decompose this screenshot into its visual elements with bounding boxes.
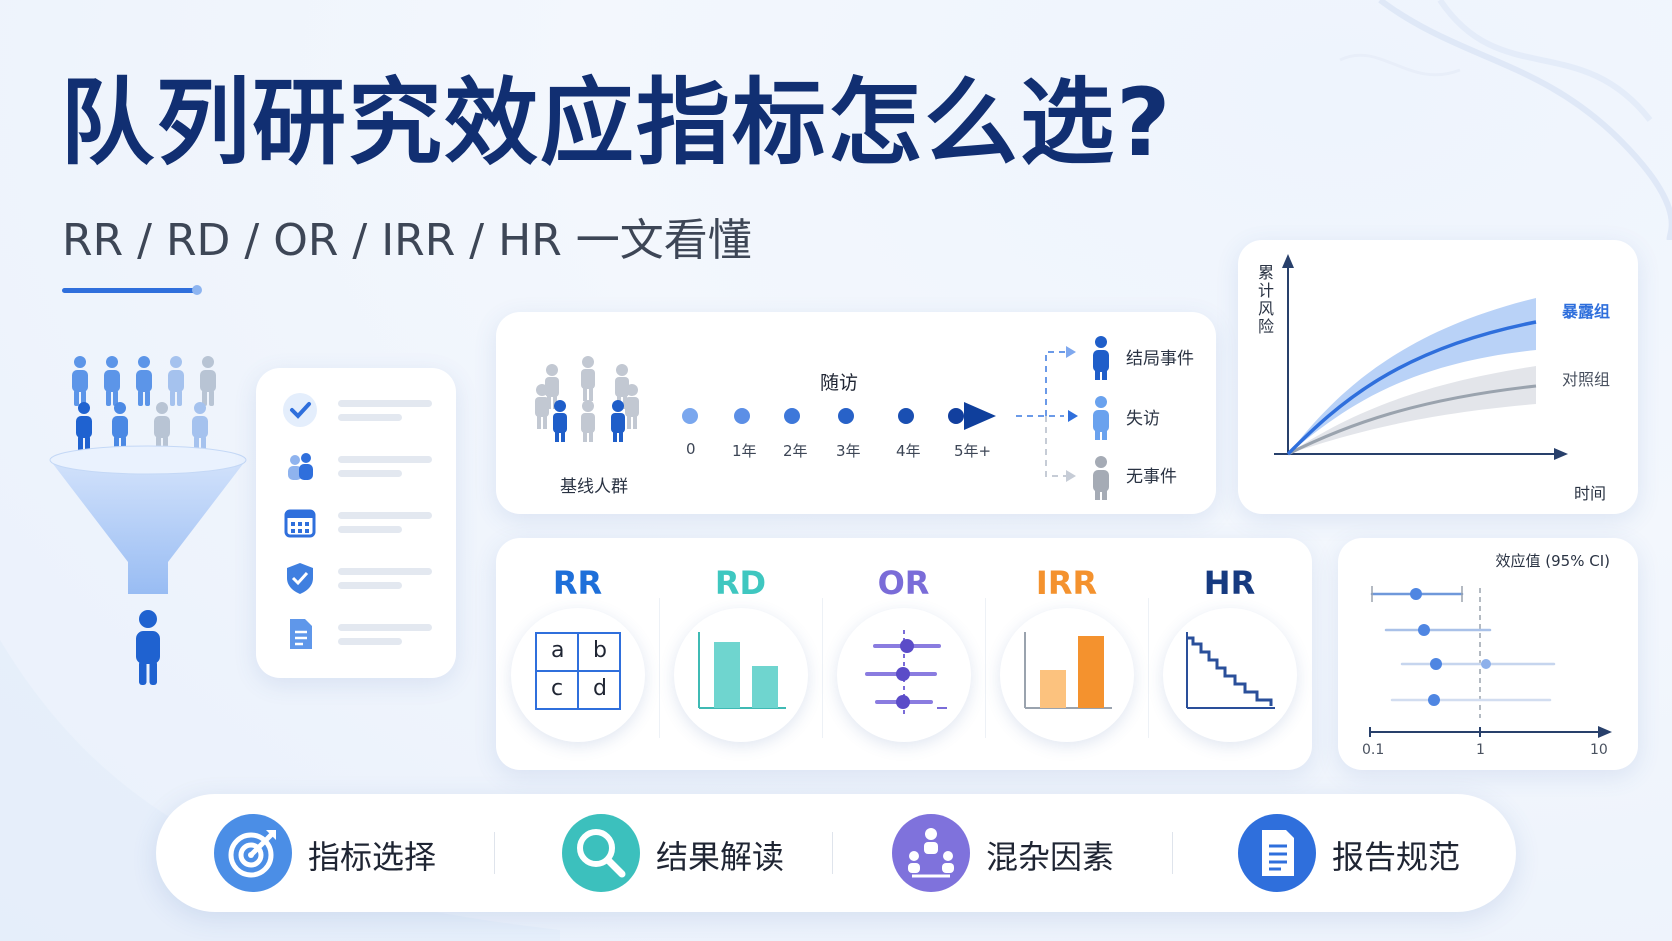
timeline-tick: 3年 bbox=[836, 442, 861, 460]
metric-irr: IRR bbox=[985, 538, 1148, 770]
metric-hr-title: HR bbox=[1203, 564, 1256, 602]
page-subtitle: RR / RD / OR / IRR / HR 一文看懂 bbox=[62, 215, 752, 266]
checklist-row bbox=[282, 616, 442, 656]
forest-plot-icon bbox=[865, 630, 947, 718]
forest-tick: 0.1 bbox=[1362, 742, 1385, 758]
metric-rd-title: RD bbox=[714, 564, 767, 602]
lost-person-icon bbox=[1093, 396, 1109, 440]
checklist-row bbox=[282, 392, 442, 432]
bar-compare-icon bbox=[698, 632, 786, 709]
rate-bar-icon bbox=[1024, 632, 1112, 709]
metric-or-circle bbox=[837, 608, 971, 742]
page-title: 队列研究效应指标怎么选? bbox=[60, 69, 1173, 178]
magnifier-icon bbox=[562, 814, 640, 892]
metric-hr: HR bbox=[1148, 538, 1311, 770]
timeline-tick: 1年 bbox=[732, 442, 757, 460]
feature-bar: 指标选择 结果解读 混杂因素 报告规范 bbox=[156, 794, 1516, 912]
title-underline bbox=[62, 288, 200, 293]
title-underline-dot bbox=[192, 285, 202, 295]
forest-title: 效应值 (95% CI) bbox=[1495, 552, 1610, 570]
metric-or-title: OR bbox=[877, 564, 930, 602]
checklist-row bbox=[282, 448, 442, 488]
metric-or: OR bbox=[822, 538, 985, 770]
shield-icon bbox=[287, 563, 313, 594]
timeline-tick: 0 bbox=[686, 440, 696, 458]
control-series-label: 对照组 bbox=[1562, 370, 1611, 389]
no-event-person-icon bbox=[1093, 456, 1109, 500]
feature-label: 报告规范 bbox=[1332, 838, 1461, 876]
document-icon bbox=[290, 619, 312, 649]
cumulative-risk-chart bbox=[1274, 254, 1568, 460]
feature-label: 混杂因素 bbox=[986, 838, 1115, 876]
metric-rr-title: RR bbox=[552, 564, 603, 602]
table-cell-b: b bbox=[593, 638, 607, 663]
table-cell-d: d bbox=[593, 676, 607, 701]
forest-plot-chart bbox=[1370, 586, 1556, 718]
table-cell-c: c bbox=[551, 676, 564, 701]
metric-rd: RD bbox=[659, 538, 822, 770]
metric-rd-circle bbox=[674, 608, 808, 742]
background-wave bbox=[0, 640, 560, 941]
followup-label: 随访 bbox=[820, 372, 859, 394]
funnel-illustration bbox=[49, 356, 247, 685]
target-icon bbox=[214, 814, 292, 892]
table-cell-a: a bbox=[551, 638, 565, 663]
timeline-tick: 4年 bbox=[896, 442, 921, 460]
people-group-icon bbox=[892, 814, 970, 892]
2x2-table-icon bbox=[535, 632, 621, 710]
metrics-card: RR a b c d RD OR bbox=[496, 538, 1312, 770]
feature-label: 结果解读 bbox=[656, 838, 785, 876]
outcome-event-label: 结局事件 bbox=[1126, 349, 1194, 369]
cohort-followup-card: 基线人群 随访 0 1年 2年 3年 4年 5年+ 结局事件 失访 无事件 bbox=[496, 312, 1216, 514]
curve-xlabel: 时间 bbox=[1574, 484, 1607, 503]
outcome-lost-label: 失访 bbox=[1126, 409, 1160, 429]
timeline-tick: 2年 bbox=[783, 442, 808, 460]
checklist-row bbox=[282, 560, 442, 600]
check-icon bbox=[283, 393, 317, 427]
forest-tick: 1 bbox=[1476, 742, 1485, 758]
forest-plot-card: 效应值 (95% CI) 0.1 1 10 bbox=[1338, 538, 1638, 770]
metric-rr: RR a b c d bbox=[496, 538, 659, 770]
baseline-label: 基线人群 bbox=[560, 477, 628, 497]
followup-timeline bbox=[666, 402, 996, 430]
checklist-row bbox=[282, 504, 442, 544]
timeline-tick: 5年+ bbox=[954, 442, 992, 460]
metric-irr-title: IRR bbox=[1035, 564, 1098, 602]
forest-tick: 10 bbox=[1590, 742, 1608, 758]
exposed-series-label: 暴露组 bbox=[1562, 302, 1611, 321]
outcome-none-label: 无事件 bbox=[1126, 467, 1177, 487]
calendar-icon bbox=[284, 509, 316, 538]
outcome-branches bbox=[1016, 346, 1078, 482]
baseline-population-icon bbox=[535, 356, 639, 442]
metric-irr-circle bbox=[1000, 608, 1134, 742]
checklist-card bbox=[256, 368, 456, 678]
metric-hr-circle bbox=[1163, 608, 1297, 742]
feature-label: 指标选择 bbox=[308, 838, 437, 876]
people-icon bbox=[288, 453, 313, 480]
population-icons bbox=[72, 356, 216, 452]
cumulative-risk-card: 累计风险 暴露组 对照组 时间 bbox=[1238, 240, 1638, 514]
survival-curve-icon bbox=[1186, 632, 1275, 709]
curve-ylabel: 累计风险 bbox=[1258, 263, 1275, 336]
event-person-icon bbox=[1093, 336, 1109, 380]
metric-rr-circle: a b c d bbox=[511, 608, 645, 742]
dna-decoration bbox=[1339, 0, 1672, 240]
document-icon bbox=[1238, 814, 1316, 892]
forest-x-axis bbox=[1369, 726, 1612, 738]
